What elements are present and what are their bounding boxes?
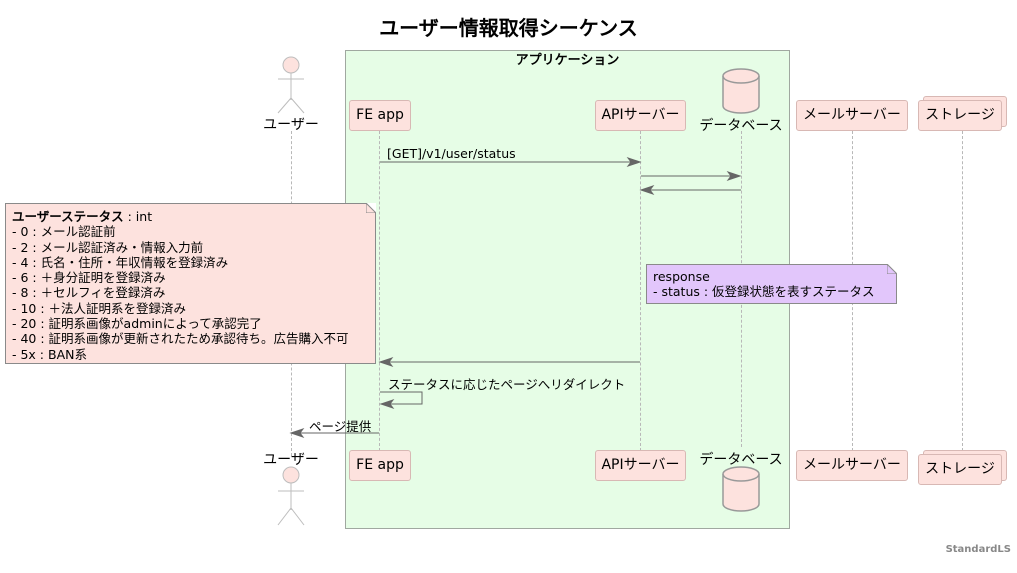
participant-api-server-top[interactable]: APIサーバー [595, 100, 686, 131]
participant-database-bottom-label[interactable]: データベース [699, 452, 783, 468]
participant-fe-app-bottom[interactable]: FE app [349, 450, 411, 481]
footer-label: StandardLS [945, 544, 1011, 555]
user-status-line: - 40 : 証明系画像が更新されたため承認待ち。広告購入不可 [12, 331, 349, 347]
lifeline-api-server [640, 131, 641, 451]
participant-mail-server-top[interactable]: メールサーバー [796, 100, 908, 131]
response-note: response - status : 仮登録状態を表すステータス [646, 264, 897, 304]
response-note-line: response [653, 269, 710, 284]
user-status-line: - 10 : ＋法人証明系を登録済み [12, 300, 187, 316]
message-label-redirect: ステータスに応じたページへリダイレクト [388, 377, 626, 392]
participant-mail-server-bottom[interactable]: メールサーバー [796, 450, 908, 481]
user-status-note-heading: ユーザーステータス : int [12, 209, 369, 224]
user-actor-bottom-icon [277, 466, 305, 526]
lifeline-fe-app [379, 131, 380, 451]
message-label-get-status: [GET]/v1/user/status [387, 146, 516, 161]
participant-storage-bottom[interactable]: ストレージ [918, 454, 1002, 485]
user-actor-top-label: ユーザー [263, 117, 319, 133]
user-actor-bottom-label: ユーザー [263, 452, 319, 468]
user-status-line: - 2 : メール認証済み・情報入力前 [12, 239, 204, 255]
diagram-title: ユーザー情報取得シーケンス [379, 16, 638, 40]
participant-api-server-bottom[interactable]: APIサーバー [595, 450, 686, 481]
note-fold-icon [366, 203, 376, 213]
participant-fe-app-top[interactable]: FE app [349, 100, 411, 131]
user-status-note-title: ユーザーステータス [12, 209, 124, 224]
note-fold-icon [887, 264, 897, 274]
user-status-line: - 8 : ＋セルフィを登録済み [12, 285, 166, 301]
user-status-line: - 4 : 氏名・住所・年収情報を登録済み [12, 254, 229, 270]
user-actor-top-icon [277, 56, 305, 114]
user-status-line: - 6 : ＋身分証明を登録済み [12, 270, 166, 286]
user-status-line: - 0 : メール認証前 [12, 224, 116, 240]
application-group-label: アプリケーション [515, 53, 620, 68]
message-label-page-provide: ページ提供 [309, 419, 372, 434]
user-status-note-type: : int [123, 209, 153, 224]
lifeline-storage [962, 131, 963, 451]
participant-storage-top[interactable]: ストレージ [918, 100, 1002, 131]
response-note-line: - status : 仮登録状態を表すステータス [653, 284, 875, 300]
user-status-line: - 20 : 証明系画像がadminによって承認完了 [12, 316, 262, 332]
participant-database-top-label[interactable]: データベース [699, 118, 783, 134]
user-status-note: ユーザーステータス : int - 0 : メール認証前 - 2 : メール認証… [5, 203, 376, 364]
user-status-line: - 5x : BAN系 [12, 346, 87, 362]
